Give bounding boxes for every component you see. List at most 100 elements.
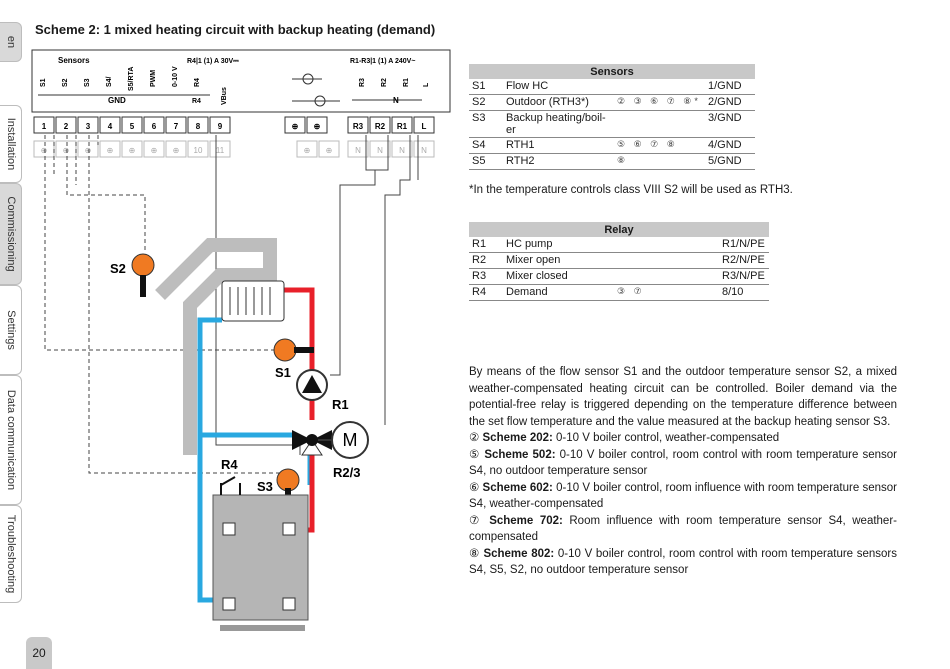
diagram-labels: S2 S1 R1 R2/3 R4 S3 [110,261,360,494]
page-number: 20 [26,637,52,669]
sensor-cell-name: Backup heating/boil-er [503,110,614,138]
lower-terminal [296,140,318,158]
sensor-cell-name: RTH2 [503,153,614,170]
terminal [209,116,231,134]
svg-text:R4: R4 [192,98,201,105]
svg-text:S4/: S4/ [106,76,113,87]
terminal-label: ⊕ [314,122,321,131]
relay-table-header: Relay [469,222,769,237]
tab-settings[interactable]: Settings [0,285,22,375]
svg-text:S2: S2 [62,78,69,87]
lower-terminal-label: 10 [194,146,203,155]
terminal [33,116,55,134]
ground-symbols [292,73,340,107]
sensor-cell-name: RTH1 [503,137,614,154]
relay-cell-term: R3/N/PE [719,268,769,285]
lower-terminal-label: ⊕ [85,146,92,155]
scheme-item: ⑧ Scheme 802: 0-10 V boiler control, roo… [469,547,897,577]
lower-terminal-label: N [377,146,383,155]
svg-text:S3: S3 [84,78,91,87]
scheme-item: ⑥ Scheme 602: 0-10 V boiler control, roo… [469,481,897,511]
tab-installation[interactable]: Installation [0,105,22,183]
terminal [99,116,121,134]
tab-commissioning[interactable]: Commissioning [0,183,22,285]
relay-cell-term: 8/10 [719,284,769,301]
terminal-label: 9 [218,122,223,131]
scheme-item: ② Scheme 202: 0-10 V boiler control, wea… [469,432,780,444]
column-labels: S1 S2 S3 S4/ S5/RTA PWM 0-10 V R4 VBus [40,66,228,105]
relay-cell-name: HC pump [503,237,614,253]
svg-text:S5/RTA: S5/RTA [128,67,135,91]
sensor-cell-name: Flow HC [503,79,614,95]
terminal-label: 7 [174,122,179,131]
terminal-label: R1 [397,122,408,131]
terminal [413,116,435,134]
footnote: *In the temperature controls class VIII … [469,184,793,196]
sensor-wires [44,135,285,474]
sensors-header: Sensors [58,56,90,65]
relay-cell-id: R3 [469,268,503,285]
lower-terminal [187,140,209,158]
relay-r4-contact [220,476,241,495]
terminal [369,116,391,134]
relay-cell-schemes [614,252,719,269]
relay-cell-id: R1 [469,237,503,253]
scheme-item: ⑤ Scheme 502: 0-10 V boiler control, roo… [469,448,897,478]
lower-terminal [77,140,99,158]
sensor-cell-id: S4 [469,137,503,154]
svg-text:R2: R2 [381,78,388,87]
relay-cell-name: Mixer open [503,252,614,269]
terminal [347,116,369,134]
sensor-cell-id: S5 [469,153,503,170]
lower-terminal-label: ⊕ [129,146,136,155]
relay-cell-name: Demand [503,284,614,301]
tab-data-communication[interactable]: Data communication [0,375,22,505]
relay-cell-schemes [614,268,719,285]
tab-troubleshooting[interactable]: Troubleshooting [0,505,22,603]
terminal-label: 5 [130,122,135,131]
terminal-label: 3 [86,122,91,131]
sensor-cell-term: 3/GND [705,110,755,138]
tab-language[interactable]: en [0,22,22,62]
sensor-cell-schemes [614,110,705,138]
terminal-label: L [422,122,427,131]
sensor-cell-id: S3 [469,110,503,138]
lower-terminal [318,140,340,158]
description: By means of the flow sensor S1 and the o… [469,364,897,579]
terminal [391,116,413,134]
sensor-cell-id: S1 [469,79,503,95]
scheme-item: ⑦ Scheme 702: Room influence with room t… [469,514,897,544]
svg-text:R1: R1 [332,397,349,412]
lower-terminal-label: ⊕ [41,146,48,155]
svg-text:L: L [423,82,430,87]
svg-text:0-10 V: 0-10 V [172,66,179,87]
relay-labels: R3 R2 R1 L [359,78,430,87]
terminal-label: R3 [353,122,364,131]
side-tab-bar: en Installation Commissioning Settings D… [0,0,22,669]
lower-terminal-label: ⊕ [304,146,311,155]
lower-terminal [121,140,143,158]
terminal [306,116,328,134]
sensor-cell-term: 1/GND [705,79,755,95]
svg-text:S3: S3 [257,479,273,494]
relay-wires [215,135,419,455]
sensor-cell-schemes [614,79,705,95]
terminal-label: 8 [196,122,201,131]
svg-text:S1: S1 [275,365,291,380]
terminal-label: 6 [152,122,157,131]
terminal [187,116,209,134]
lower-terminal [99,140,121,158]
relay-cell-schemes [614,237,719,253]
relay-cell-schemes: ③ ⑦ [614,284,719,301]
sensor-s1 [273,338,314,362]
svg-text:M: M [343,430,358,450]
radiator [221,280,285,322]
lower-terminal [369,140,391,158]
terminal-label: 1 [42,122,47,131]
